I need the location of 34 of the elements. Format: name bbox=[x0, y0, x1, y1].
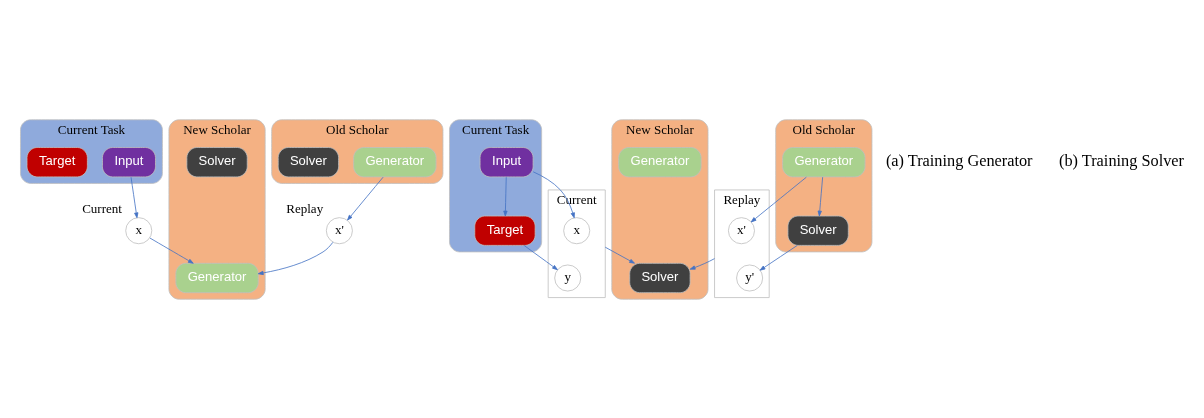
arrow bbox=[149, 237, 194, 264]
arrow bbox=[817, 176, 824, 216]
node-box: Generator bbox=[782, 146, 866, 177]
node-circle: x bbox=[125, 216, 153, 244]
node-label: Current bbox=[556, 191, 597, 207]
cluster bbox=[714, 189, 770, 298]
arrow bbox=[130, 176, 139, 218]
node-box: Target bbox=[26, 146, 88, 177]
arrow bbox=[532, 170, 575, 218]
node-label: Replay bbox=[723, 191, 761, 207]
node-box: Solver bbox=[629, 262, 691, 293]
node-label: Current bbox=[82, 200, 122, 216]
label: (b) Training Solver bbox=[1059, 150, 1184, 170]
node-box: Solver bbox=[186, 146, 248, 177]
node-box: Input bbox=[479, 146, 534, 177]
label: (a) Training Generator bbox=[885, 150, 1033, 170]
node-label: Replay bbox=[286, 200, 324, 216]
arrow bbox=[604, 246, 635, 264]
node-box: Generator bbox=[175, 262, 259, 293]
node-box: Target bbox=[474, 215, 536, 246]
arrow bbox=[523, 244, 558, 270]
cluster bbox=[547, 189, 606, 298]
arrow bbox=[347, 176, 384, 220]
node-box: Generator bbox=[618, 146, 702, 177]
arrow bbox=[689, 257, 715, 270]
node-box: Generator bbox=[353, 146, 437, 177]
node-box: Solver bbox=[787, 215, 849, 246]
arrow bbox=[759, 244, 798, 271]
node-box: Input bbox=[102, 146, 156, 177]
arrow bbox=[257, 241, 334, 275]
arrow bbox=[503, 176, 508, 216]
node-box: Solver bbox=[277, 146, 339, 177]
arrow bbox=[750, 176, 807, 222]
node-circle: x bbox=[563, 216, 591, 244]
